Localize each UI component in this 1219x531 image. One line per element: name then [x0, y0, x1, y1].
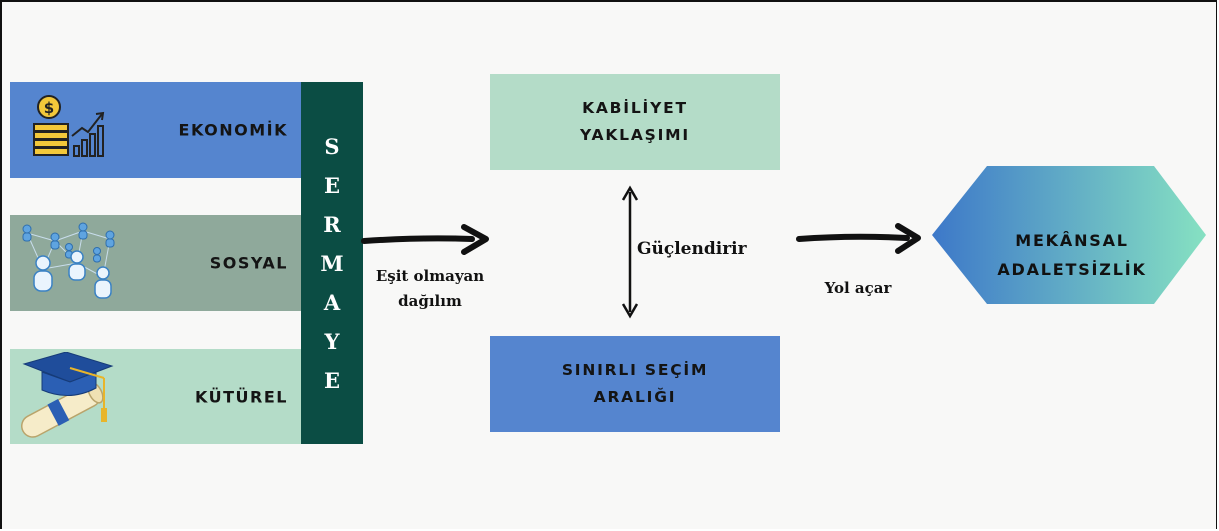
cultural-label: KÜTÜREL: [195, 387, 288, 406]
social-label: SOSYAL: [209, 253, 288, 273]
capital-letter: E: [323, 367, 340, 393]
unequal-distribution-arrow: [361, 224, 489, 255]
capital-letter: S: [324, 133, 340, 159]
social-network-icon: [22, 222, 115, 299]
capital-bar: S E R M A Y E: [301, 82, 363, 444]
capital-letter: Y: [324, 328, 340, 354]
unequal-distribution-caption: Eşit olmayan dağılım: [375, 267, 485, 310]
economic-label: EKONOMİK: [178, 120, 288, 140]
capital-letter: E: [323, 172, 340, 198]
graduation-diploma-icon: [20, 352, 114, 438]
cultural-capital-band: KÜTÜREL: [10, 349, 302, 444]
money-growth-icon: $: [33, 95, 105, 157]
reinforces-double-arrow: [621, 185, 639, 319]
capability-approach-box: KABİLİYET YAKLAŞIMI: [490, 74, 780, 170]
reinforces-caption: Güçlendirir: [637, 239, 747, 259]
leads-to-arrow: [796, 223, 921, 254]
social-capital-band: SOSYAL: [10, 215, 302, 311]
spatial-injustice-hexagon: [932, 166, 1206, 304]
capital-letter: A: [323, 289, 341, 315]
capital-letter: M: [320, 250, 344, 276]
restricted-choice-box: SINIRLI SEÇİM ARALIĞI: [490, 336, 780, 432]
spatial-injustice-label: MEKÂNSAL ADALETSİZLİK: [997, 231, 1147, 279]
leads-to-caption: Yol açar: [824, 279, 892, 297]
svg-text:$: $: [44, 99, 54, 117]
capital-letter: R: [323, 211, 341, 237]
economic-capital-band: $ EKONOMİK: [10, 82, 302, 178]
